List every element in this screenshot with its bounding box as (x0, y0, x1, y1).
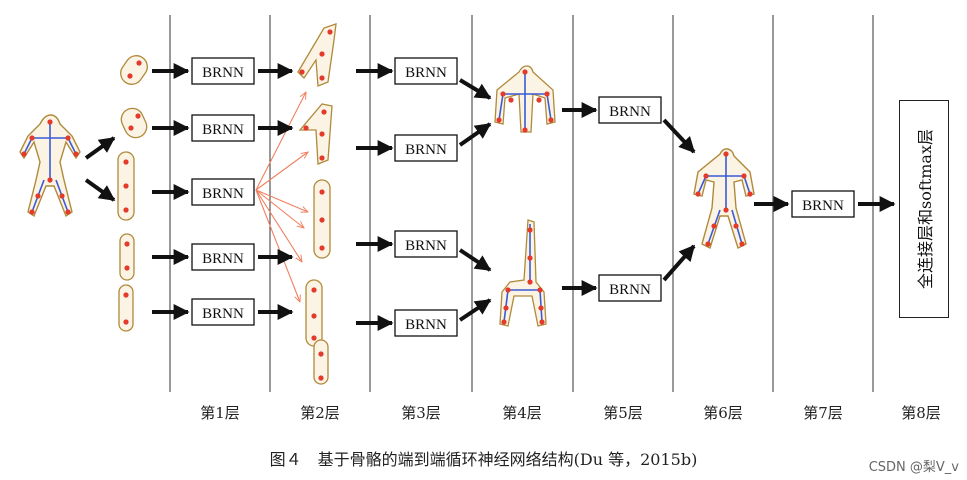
brnn-box: BRNN (394, 134, 458, 162)
layer-label: 第2层 (300, 404, 340, 422)
brnn-box: BRNN (598, 96, 662, 124)
body-part-segments-layer2 (297, 23, 337, 385)
figure-caption: 图４ 基于骨骼的端到端循环神经网络结构(Du 等，2015b) (269, 450, 698, 469)
watermark: CSDN @梨V_v (868, 460, 959, 475)
layer-label: 第3层 (401, 404, 441, 422)
layer-label: 第8层 (901, 404, 941, 422)
brnn-label: BRNN (609, 104, 651, 120)
layer-label: 第1层 (200, 404, 240, 422)
brnn-label: BRNN (405, 142, 447, 158)
brnn-label: BRNN (202, 186, 244, 202)
brnn-box: BRNN (791, 190, 855, 218)
fully-connected-softmax-label: 全连接层和softmax层 (916, 129, 935, 289)
brnn-box: BRNN (598, 274, 662, 302)
layer-label: 第5层 (603, 404, 643, 422)
body-part-joints-layer2 (299, 29, 333, 381)
brnn-box: BRNN (191, 243, 255, 271)
brnn-label: BRNN (405, 238, 447, 254)
skeleton-full-layer6 (693, 148, 755, 249)
brnn-box: BRNN (394, 57, 458, 85)
brnn-label: BRNN (405, 317, 447, 333)
brnn-box: BRNN (394, 230, 458, 258)
brnn-box: BRNN (394, 309, 458, 337)
brnn-label: BRNN (202, 306, 244, 322)
skeleton-upper-body-layer4 (494, 65, 556, 133)
brnn-label: BRNN (802, 198, 844, 214)
brnn-label: BRNN (202, 122, 244, 138)
layer-label: 第4层 (502, 404, 542, 422)
brnn-label: BRNN (405, 65, 447, 81)
brnn-box: BRNN (191, 178, 255, 206)
skeleton-full-input (19, 114, 81, 218)
layer-label: 第6层 (703, 404, 743, 422)
brnn-box: BRNN (191, 57, 255, 85)
body-part-joints-layer0 (123, 60, 142, 325)
body-part-segments-layer0 (117, 55, 148, 332)
layer-label: 第7层 (803, 404, 843, 422)
layer-dividers (169, 15, 874, 392)
brnn-label: BRNN (202, 251, 244, 267)
brnn-box: BRNN (191, 298, 255, 326)
fully-connected-softmax-box: 全连接层和softmax层 (899, 100, 949, 318)
fan-out-arrows (255, 92, 308, 302)
brnn-label: BRNN (609, 282, 651, 298)
flow-arrows (84, 63, 896, 331)
brnn-box: BRNN (191, 114, 255, 142)
layer-labels: 第1层 第2层 第3层 第4层 第5层 第6层 第7层 第8层 (200, 404, 941, 422)
brnn-label: BRNN (202, 65, 244, 81)
skeleton-lower-body-layer4 (499, 219, 547, 327)
